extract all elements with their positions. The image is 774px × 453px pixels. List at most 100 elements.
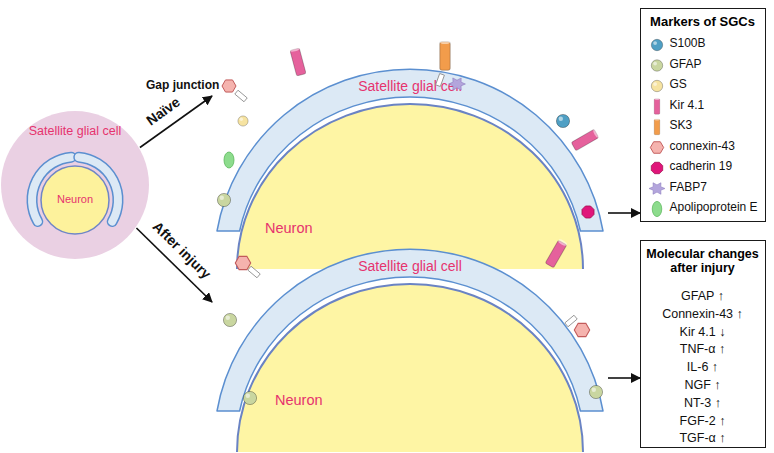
satellite-glial-cell: Satellite glial cell <box>212 66 608 233</box>
marker-symbol <box>565 315 577 327</box>
legend-text: GS <box>670 78 765 92</box>
change-item: TNF-α ↑ <box>641 342 764 356</box>
sphere-highlight <box>653 82 657 86</box>
ellipse-marker <box>224 152 234 168</box>
marker-symbol <box>243 391 256 404</box>
sphere-marker <box>651 80 662 91</box>
splat-marker <box>649 183 665 195</box>
neuron-membrane <box>237 284 583 452</box>
marker-symbol <box>650 142 663 154</box>
splat-marker <box>449 78 466 90</box>
sphere-marker <box>556 114 569 127</box>
cylinder-top <box>654 98 660 101</box>
cell-label: Neuron <box>265 220 355 237</box>
marker-symbol <box>289 46 306 76</box>
change-item: IL-6 ↑ <box>641 360 764 374</box>
gap-junction-channel <box>436 74 445 87</box>
sphere-marker <box>223 313 236 326</box>
hexagon-marker <box>574 323 589 336</box>
marker-symbol <box>238 116 248 126</box>
gap-junction-channel <box>565 315 577 327</box>
marker-symbol <box>574 323 589 336</box>
sphere-marker <box>217 193 230 206</box>
marker-symbol <box>651 162 662 173</box>
cell-label: Neuron <box>275 392 365 409</box>
sphere-marker <box>651 60 662 71</box>
marker-symbol <box>652 201 662 216</box>
sphere-highlight <box>592 388 596 392</box>
neuron-circle <box>41 166 109 234</box>
change-item: TGF-α ↑ <box>641 431 764 445</box>
cylinder-top <box>289 46 299 53</box>
marker-symbol <box>654 98 660 115</box>
marker-symbol <box>440 39 450 70</box>
sphere-highlight <box>220 196 224 200</box>
node-title: Markers of SGCs <box>641 15 764 30</box>
legend-text: FABP7 <box>670 181 765 195</box>
sphere-marker <box>651 39 662 50</box>
legend-text: cadherin 19 <box>670 160 765 174</box>
change-item: NT-3 ↑ <box>641 396 764 410</box>
sphere-marker <box>243 391 256 404</box>
marker-symbol <box>589 385 602 398</box>
marker-symbol <box>235 90 247 102</box>
neuron-fill <box>237 104 583 269</box>
cell-label: Satellite glial cell <box>322 258 498 274</box>
sphere-highlight <box>240 118 243 121</box>
change-item: GFAP ↑ <box>641 289 764 303</box>
cylinder-marker <box>654 99 660 114</box>
legend-text: connexin-43 <box>670 140 765 154</box>
neuron-membrane <box>237 104 583 269</box>
marker-symbol <box>222 80 236 92</box>
hexagon-marker <box>222 80 236 92</box>
cylinder-top <box>557 238 567 247</box>
change-item: Kir 4.1 ↓ <box>641 325 764 339</box>
cylinder-marker <box>440 42 450 71</box>
change-item: FGF-2 ↑ <box>641 414 764 428</box>
sphere-marker <box>589 385 602 398</box>
marker-symbol <box>235 256 250 269</box>
octagon-marker <box>582 206 594 218</box>
marker-symbol <box>651 60 662 71</box>
sphere-highlight <box>653 62 657 66</box>
connector-arrow <box>608 377 640 379</box>
neuron-body: Neuron <box>40 165 110 235</box>
legend-text: GFAP <box>670 58 765 72</box>
cylinder-top <box>592 128 601 138</box>
legend-text: Apolipoprotein E <box>670 201 765 215</box>
change-box: Molecular changes after injuryGFAP ↑ Conn… <box>640 240 766 448</box>
marker-symbol <box>649 183 665 195</box>
edge-label: Naïve <box>143 94 183 129</box>
connector-arrow <box>608 212 640 214</box>
change-item: NGF ↑ <box>641 378 764 392</box>
sphere-highlight <box>653 41 657 45</box>
cylinder-top <box>654 118 660 121</box>
marker-symbol <box>651 39 662 50</box>
sphere-highlight <box>246 394 250 398</box>
cell-label: Neuron <box>40 193 110 206</box>
cell-label: Satellite glial cell <box>322 78 498 94</box>
legend-text: Kir 4.1 <box>670 99 765 113</box>
marker-symbol <box>224 152 234 168</box>
marker-symbol <box>217 193 230 206</box>
legend-text: SK3 <box>670 119 765 133</box>
gap-junction-channel <box>235 90 247 102</box>
marker-symbol <box>545 238 568 268</box>
marker-symbol <box>651 80 662 91</box>
marker-symbol <box>654 118 660 135</box>
hexagon-marker <box>650 142 663 154</box>
cell-label: Satellite glial cell <box>0 124 150 138</box>
marker-symbol <box>449 78 466 90</box>
sgc-neuron-unit: Satellite glial cellNeuron <box>0 110 150 260</box>
marker-symbol <box>436 74 445 87</box>
annotation-label: Gap junction <box>146 79 219 93</box>
satellite-glial-cell: Satellite glial cell <box>212 246 608 413</box>
node-title: Molecular changes after injury <box>641 247 764 276</box>
cylinder-marker <box>290 48 306 76</box>
change-item: Connexin-43 ↑ <box>641 307 764 321</box>
gap-junction-channel <box>248 266 260 278</box>
sphere-highlight <box>559 117 563 121</box>
